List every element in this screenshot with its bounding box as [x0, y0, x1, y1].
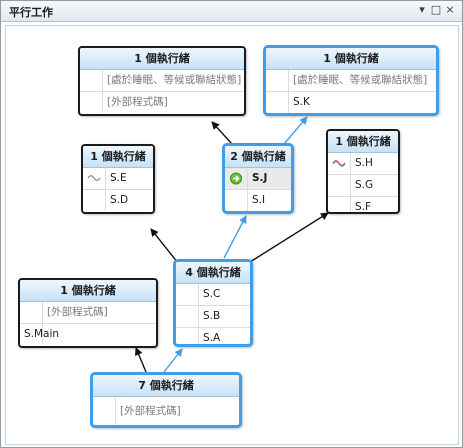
- node-header: 1 個執行緒: [328, 131, 398, 153]
- stack-frame-row[interactable]: [外部程式碼]: [20, 302, 156, 324]
- stack-frame-row[interactable]: S.B: [176, 306, 250, 328]
- frame-label: [外部程式碼]: [120, 405, 181, 417]
- arrow-lower-center-to-mid-left: [150, 228, 179, 264]
- arrow-lower-center-to-mid-right: [249, 212, 329, 263]
- stack-frame-row[interactable]: [處於睡眠、等候或聯結狀態]: [80, 70, 244, 92]
- node-header: 1 個執行緒: [80, 48, 244, 70]
- frame-label: S.F: [355, 201, 372, 213]
- frame-label: S.Main: [24, 328, 60, 340]
- stack-frame-row[interactable]: S.I: [225, 190, 291, 211]
- stack-frame-row[interactable]: S.C: [176, 284, 250, 306]
- close-button[interactable]: ×: [445, 3, 455, 16]
- stack-node-lower-center[interactable]: 4 個執行緒 S.C S.B S.A: [173, 259, 253, 347]
- frame-label: S.J: [252, 172, 268, 184]
- frame-label: S.K: [293, 96, 310, 108]
- threads-marker-icon: [83, 168, 106, 189]
- current-stack-frame-row[interactable]: S.J: [225, 168, 291, 190]
- frame-label: S.A: [203, 332, 221, 344]
- node-header: 7 個執行緒: [93, 375, 239, 397]
- stack-frame-row[interactable]: S.A: [176, 328, 250, 344]
- stack-frame-row[interactable]: S.D: [83, 190, 153, 211]
- stack-frame-row[interactable]: [處於睡眠、等候或聯結狀態]: [266, 70, 436, 92]
- arrow-lower-center-to-mid-center: [223, 215, 247, 259]
- call-path-arrows: [135, 116, 329, 373]
- stack-node-mid-center[interactable]: 2 個執行緒 S.J S.I: [222, 143, 294, 214]
- window-position-dropdown[interactable]: ▾: [419, 3, 425, 16]
- stack-node-lower-left[interactable]: 1 個執行緒 [外部程式碼] S.Main: [18, 278, 158, 348]
- stack-frame-row[interactable]: [外部程式碼]: [80, 92, 244, 113]
- arrow-bottom-to-lower-center: [163, 348, 183, 373]
- stack-frame-row[interactable]: S.H: [328, 153, 398, 175]
- frame-label: S.H: [355, 157, 373, 169]
- frame-label: [外部程式碼]: [47, 306, 108, 318]
- arrow-mid-center-to-top-right: [283, 116, 308, 145]
- stacks-diagram-canvas[interactable]: 1 個執行緒 [處於睡眠、等候或聯結狀態] [外部程式碼] 1 個執行緒 [處於…: [5, 25, 459, 445]
- thread-switch-icon: [225, 168, 248, 189]
- node-header: 4 個執行緒: [176, 262, 250, 284]
- current-frame-arrow-icon: [328, 153, 351, 174]
- stack-frame-row[interactable]: S.F: [328, 197, 398, 213]
- frame-label: S.C: [203, 288, 221, 300]
- node-header: 1 個執行緒: [83, 146, 153, 168]
- frame-label: S.B: [203, 310, 221, 322]
- stack-node-mid-right[interactable]: 1 個執行緒 S.H S.G S.F: [326, 129, 400, 214]
- arrow-bottom-to-lower-left: [135, 347, 147, 373]
- stack-node-top-right[interactable]: 1 個執行緒 [處於睡眠、等候或聯結狀態] S.K: [263, 45, 439, 116]
- maximize-button[interactable]: □: [430, 3, 442, 16]
- frame-label: S.G: [355, 179, 374, 191]
- node-header: 1 個執行緒: [20, 280, 156, 302]
- frame-label: S.E: [110, 172, 127, 184]
- window-title: 平行工作: [9, 6, 53, 19]
- frame-label: S.D: [110, 194, 129, 206]
- stack-frame-row[interactable]: S.G: [328, 175, 398, 197]
- stack-frame-row[interactable]: S.Main: [20, 324, 156, 345]
- frame-label: [外部程式碼]: [107, 96, 168, 108]
- stack-node-top-left[interactable]: 1 個執行緒 [處於睡眠、等候或聯結狀態] [外部程式碼]: [78, 46, 246, 116]
- title-bar[interactable]: 平行工作 ▾ □ ×: [1, 1, 462, 22]
- stack-frame-row[interactable]: S.E: [83, 168, 153, 190]
- frame-label: S.I: [252, 194, 266, 206]
- node-header: 2 個執行緒: [225, 146, 291, 168]
- stack-node-bottom[interactable]: 7 個執行緒 [外部程式碼]: [90, 372, 242, 428]
- stack-node-mid-left[interactable]: 1 個執行緒 S.E S.D: [81, 144, 155, 214]
- frame-label: [處於睡眠、等候或聯結狀態]: [293, 74, 428, 86]
- stack-frame-row[interactable]: S.K: [266, 92, 436, 113]
- node-header: 1 個執行緒: [266, 48, 436, 70]
- frame-label: [處於睡眠、等候或聯結狀態]: [107, 74, 242, 86]
- arrow-mid-center-to-top-left: [211, 121, 233, 145]
- stack-frame-row[interactable]: [外部程式碼]: [93, 397, 239, 425]
